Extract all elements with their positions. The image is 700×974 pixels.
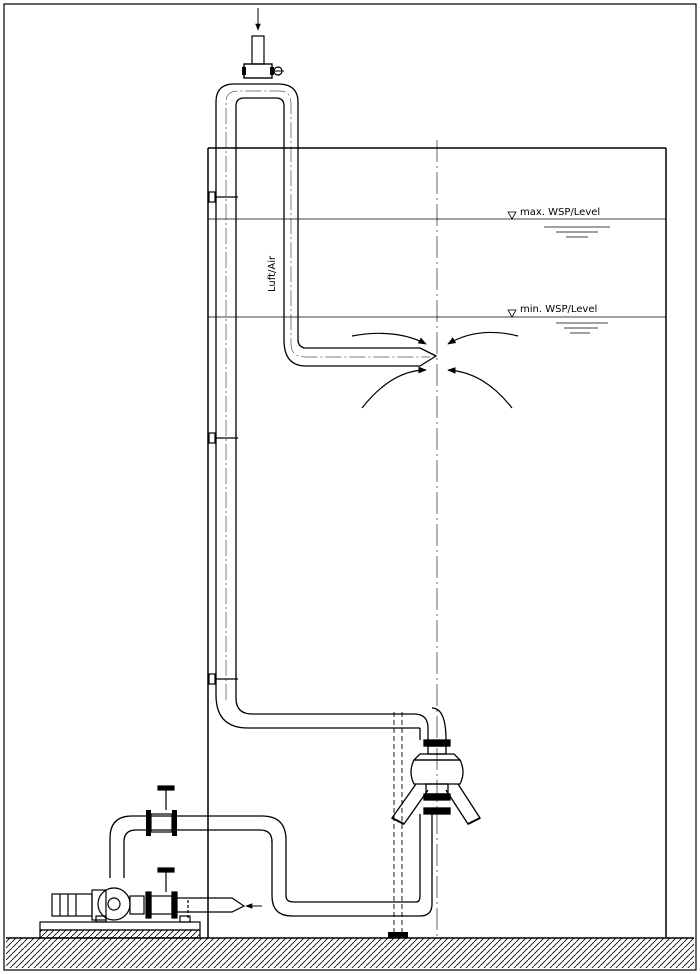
ground	[6, 937, 694, 968]
max-level-label: max. WSP/Level	[520, 207, 600, 218]
flow-arrows	[351, 331, 519, 409]
support-column	[393, 712, 403, 936]
pipe-flanges	[146, 810, 177, 836]
support-foot	[388, 932, 408, 938]
min-level-label: min. WSP/Level	[520, 304, 597, 315]
pump-assembly	[39, 867, 246, 939]
air-pipe	[215, 83, 447, 741]
jet-aerator	[391, 739, 481, 825]
water-pipe	[109, 814, 433, 917]
pipe-brackets	[208, 191, 238, 685]
sheet-border	[3, 3, 697, 971]
valve-upper	[157, 785, 175, 810]
air-inlet	[242, 8, 284, 79]
air-label: Luft/Air	[267, 255, 278, 292]
